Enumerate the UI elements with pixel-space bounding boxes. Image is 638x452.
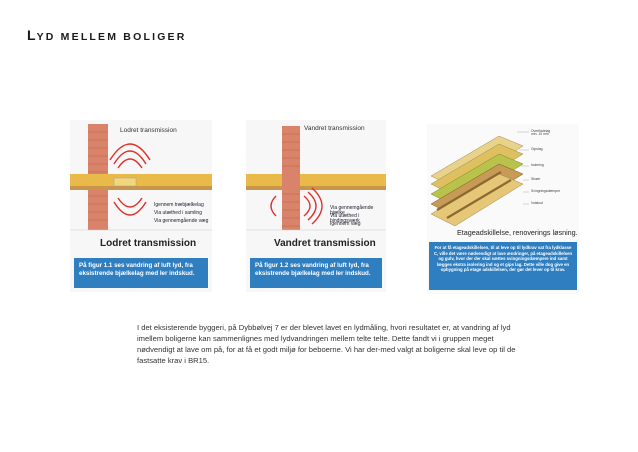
figure3-layer-label-3: Isolering — [531, 163, 544, 167]
figure1-header: Lodret transmission — [120, 127, 177, 134]
figure3-layer-label-6: Indskud — [531, 201, 543, 205]
slide-title: LYD MELLEM BOLIGER — [27, 27, 187, 43]
figure3-title: Etageadskillelse, renoverings løsning. — [457, 228, 578, 237]
figure1-caption: På figur 1.1 ses vandring af luft lyd, f… — [74, 258, 208, 288]
figure3-layer-label-2: Gipslag — [531, 147, 543, 151]
figure1-title: Lodret transmission — [100, 238, 197, 249]
figure3-caption: For at få etageadskillelsen, til at leve… — [429, 242, 577, 290]
figure2-legend-1: Via gennemgående bjælke — [330, 205, 374, 216]
figure3-layer-label-5: Svingningsdæmper — [531, 189, 561, 193]
figure2-header: Vandret transmission — [304, 125, 365, 132]
figure1-legend-1: Igennem træbjælkelag — [154, 202, 204, 208]
figure-horizontal-transmission: Vandret transmission Via gennemgående bj… — [246, 120, 386, 292]
figure2-legend-2: Via utæthed i bindingsværk — [330, 213, 360, 224]
figure-vertical-transmission: Lodret transmission Igennem træbjælkelag… — [70, 120, 212, 292]
body-paragraph: I det eksisterende byggeri, på Dybbølvej… — [137, 323, 516, 365]
figure1-legend-3: Via gennemgående væg — [154, 218, 209, 224]
figure2-title: Vandret transmission — [274, 238, 376, 249]
figure2-caption: På figur 1.2 ses vandring af luft lyd, f… — [250, 258, 382, 288]
figure2-legend-3: Igennem væg — [330, 221, 361, 227]
figure1-legend-2: Via utæthed i samling — [154, 210, 202, 216]
figure3-layer-label-4: Strøer — [531, 177, 541, 181]
